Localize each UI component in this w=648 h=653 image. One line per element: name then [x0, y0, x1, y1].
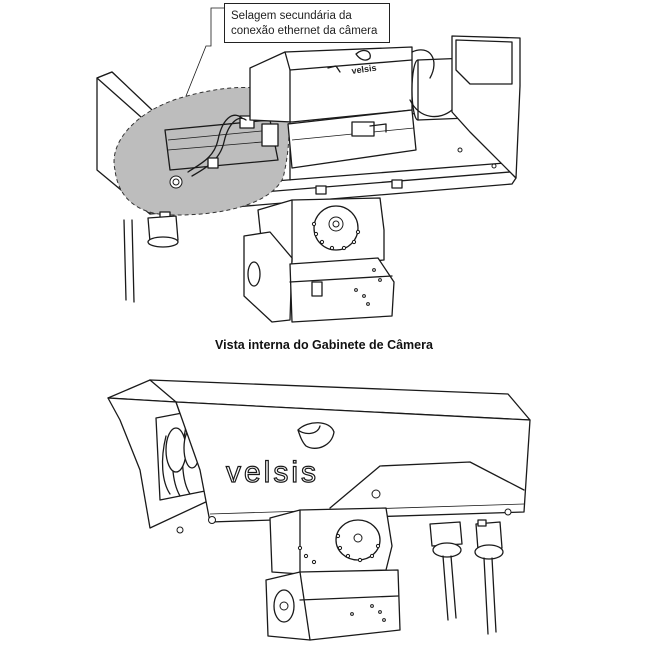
callout-line-1: Selagem secundária da	[231, 10, 352, 22]
camera-clip	[351, 121, 375, 137]
cable-left	[442, 555, 449, 621]
cable-right	[483, 557, 489, 635]
pan-tilt-lower-left	[243, 231, 293, 323]
mount-holes-top	[311, 221, 361, 251]
velsis-logo-text: velsis	[226, 456, 319, 489]
bottom-cable-gland	[147, 215, 179, 243]
callout-leader-line	[177, 7, 224, 117]
cable-gland-left	[429, 521, 463, 547]
velsis-logo-mark	[297, 422, 335, 449]
cable-gland-right	[475, 521, 503, 551]
external-cable	[123, 219, 127, 301]
pan-tilt-lower	[289, 257, 395, 323]
mount-holes-ext	[297, 533, 381, 565]
camera-body	[249, 46, 413, 123]
figure-caption: Vista interna do Gabinete de Câmera	[215, 338, 433, 352]
callout-box: Selagem secundária da conexão ethernet d…	[224, 3, 390, 43]
mount-holes-bottom	[354, 268, 382, 306]
ethernet-cable	[187, 114, 243, 173]
base-holes	[350, 604, 386, 622]
external-view-drawing: velsis	[107, 379, 531, 641]
callout-line-2: conexão ethernet da câmera	[231, 25, 378, 37]
svg-text:velsis: velsis	[351, 63, 377, 76]
internal-view-drawing: velsis	[96, 7, 521, 323]
